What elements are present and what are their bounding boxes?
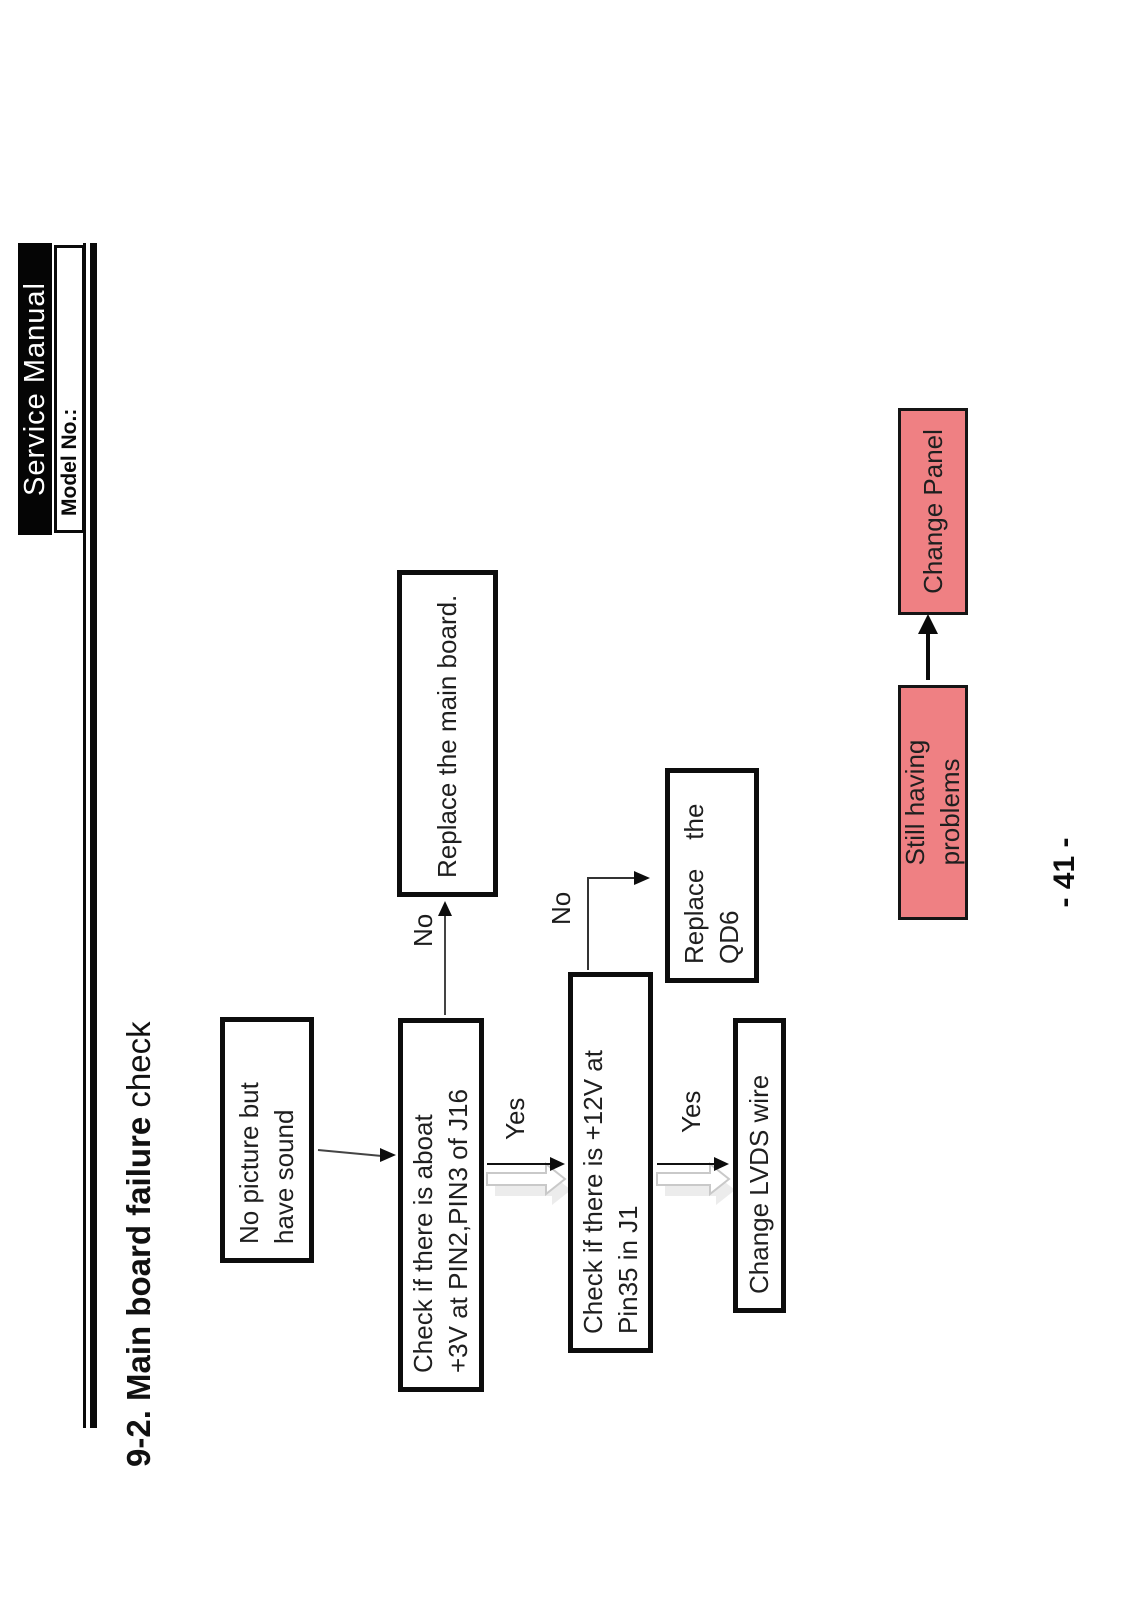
flow-box-change-lvds-wire-text: Change LVDS wire bbox=[744, 1074, 774, 1294]
page-number: - 41 - bbox=[1048, 837, 1081, 908]
arrow-still-to-panel bbox=[918, 614, 938, 680]
arrow-no-check12v-to-qd6 bbox=[587, 871, 650, 970]
flow-box-replace-main-board-text: Replace the main board. bbox=[432, 594, 462, 878]
flow-box-change-lvds-wire: Change LVDS wire bbox=[733, 1018, 786, 1313]
flow-box-check-3v-text: Check if there is aboat +3V at PIN2,PIN3… bbox=[408, 1089, 473, 1373]
flow-box-replace-qd6: Replace the QD6 bbox=[665, 768, 759, 983]
branch-label-no-2: No bbox=[546, 891, 576, 925]
model-no-box: Model No.: bbox=[54, 245, 85, 533]
flow-box-check-3v: Check if there is aboat +3V at PIN2,PIN3… bbox=[398, 1018, 484, 1392]
section-title-regular: check bbox=[120, 1021, 157, 1117]
flow-box-check-12v: Check if there is +12V at Pin35 in J1 bbox=[568, 972, 653, 1353]
arrow-no-to-replace-main bbox=[438, 901, 452, 1015]
flow-box-change-panel: Change Panel bbox=[898, 408, 968, 615]
branch-label-yes-1: Yes bbox=[500, 1097, 530, 1140]
arrow-yes-check12v-to-lvds bbox=[656, 1157, 735, 1205]
flow-box-no-picture-text: No picture but have sound bbox=[234, 1082, 299, 1244]
flow-box-no-picture: No picture but have sound bbox=[220, 1017, 314, 1263]
flow-box-check-12v-text: Check if there is +12V at Pin35 in J1 bbox=[577, 1050, 643, 1334]
header-rule-thin bbox=[83, 243, 86, 1428]
flow-box-replace-main-board: Replace the main board. bbox=[397, 570, 498, 897]
section-title-bold: 9-2. Main board failure bbox=[120, 1116, 157, 1467]
flow-box-replace-qd6-text: Replace the QD6 bbox=[679, 803, 744, 964]
header-rule-thick bbox=[90, 243, 97, 1428]
arrow-no-picture-to-check3v bbox=[317, 1148, 396, 1162]
service-manual-banner: Service Manual bbox=[18, 243, 52, 535]
model-no-label: Model No.: bbox=[57, 408, 81, 516]
section-title: 9-2. Main board failure check bbox=[120, 1021, 158, 1467]
flow-box-change-panel-text: Change Panel bbox=[917, 429, 948, 594]
flow-box-still-having-problems-text: Still having problems bbox=[900, 739, 965, 866]
service-manual-banner-text: Service Manual bbox=[18, 282, 51, 496]
arrow-yes-check3v-to-check12v bbox=[486, 1157, 571, 1205]
flow-box-still-having-problems: Still having problems bbox=[898, 685, 968, 920]
branch-label-no-1: No bbox=[408, 913, 438, 947]
branch-label-yes-2: Yes bbox=[676, 1090, 706, 1133]
